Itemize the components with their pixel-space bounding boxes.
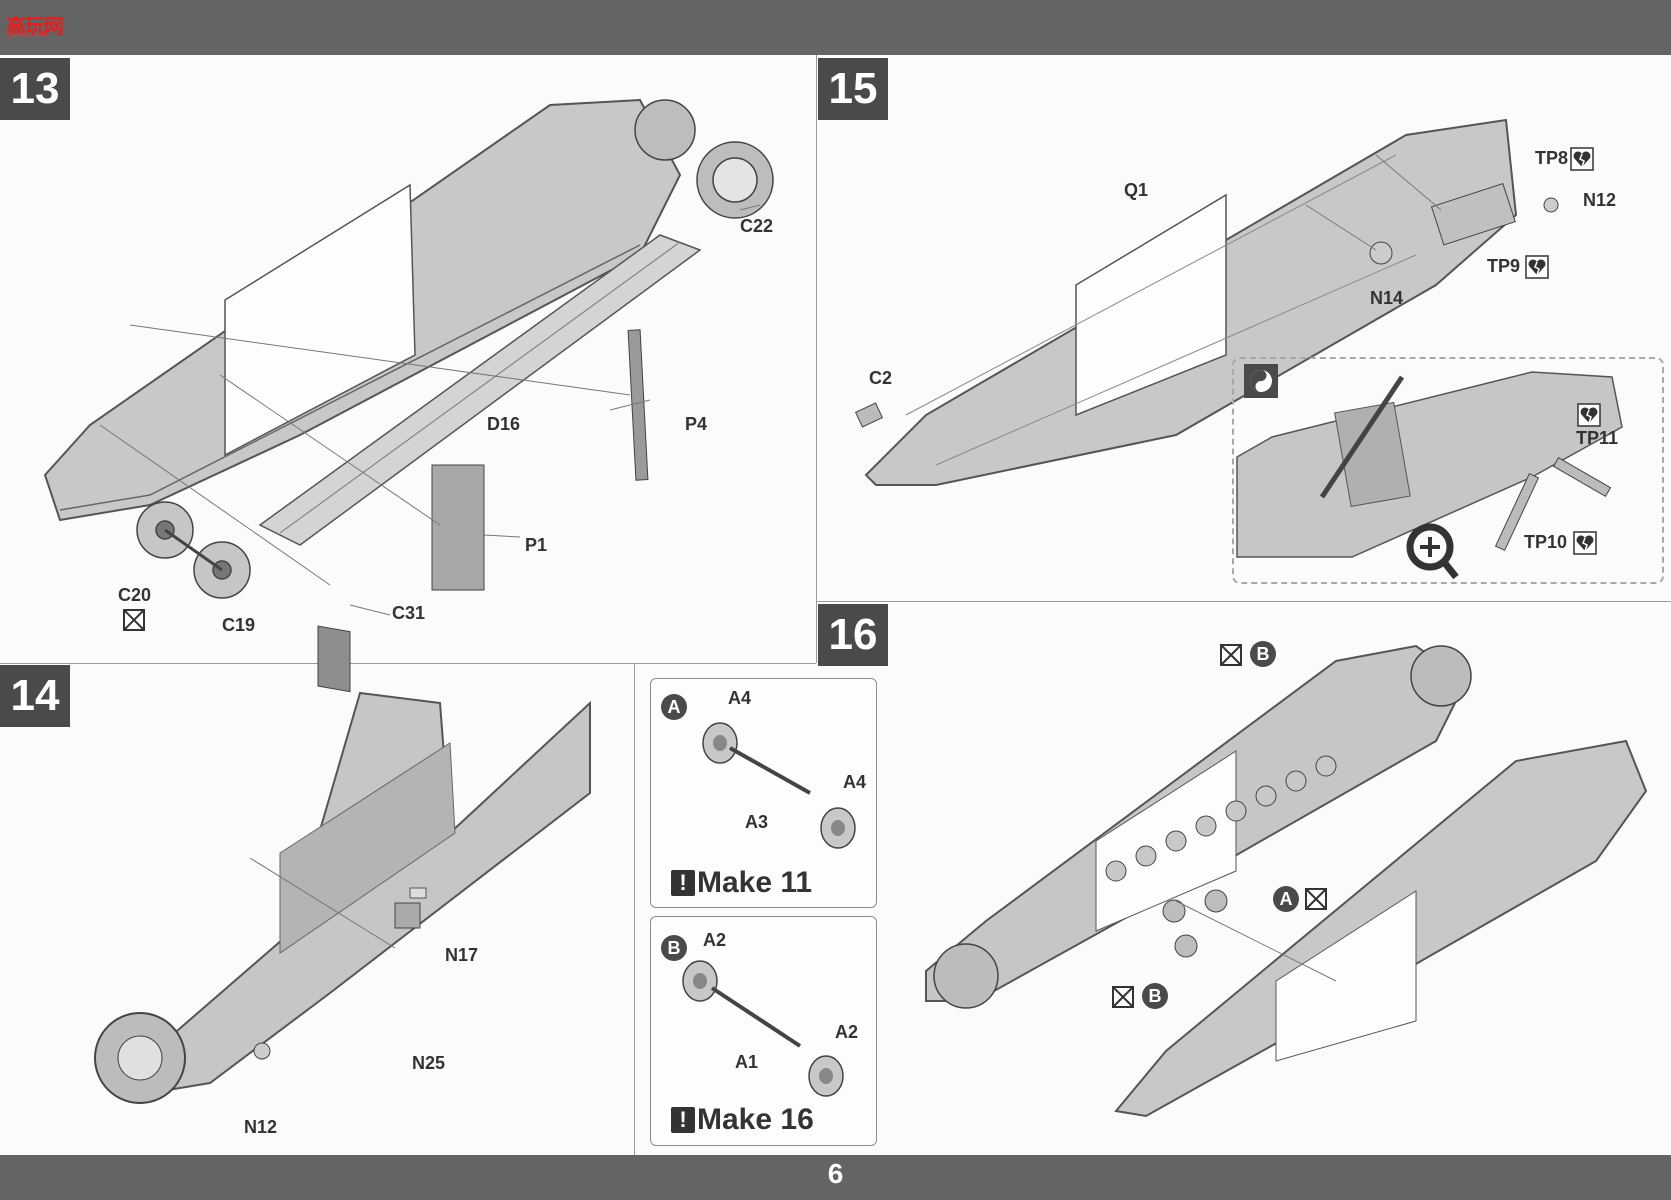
label-p4: P4: [685, 414, 708, 434]
broken-heart-icon: [1525, 255, 1549, 279]
subassembly-b-drawing: [682, 960, 844, 1097]
subassembly-a-badge: A: [661, 694, 687, 720]
divider: [816, 55, 817, 663]
option-icon: [1244, 364, 1278, 398]
label-c31: C31: [392, 603, 426, 623]
label-c22: C22: [740, 216, 774, 236]
badge-b-top: B: [1250, 641, 1276, 667]
cross-box-icon: [1112, 986, 1134, 1008]
subassembly-b-badge: B: [661, 935, 687, 961]
subassembly-a-drawing: [702, 722, 856, 849]
step-16-drawing: [925, 644, 1648, 1118]
label-tp11: TP11: [1576, 428, 1619, 448]
logo-text: 高玩网: [6, 14, 64, 38]
divider: [634, 663, 635, 1155]
broken-heart-icon: [1573, 531, 1597, 555]
step-13-number: 13: [0, 58, 70, 120]
label-n17: N17: [445, 945, 479, 965]
label-a2-top: A2: [703, 930, 727, 950]
label-a2-bottom: A2: [835, 1022, 859, 1042]
label-n12-s14: N12: [244, 1117, 278, 1137]
logo-subtext: gaowan.com: [8, 32, 48, 39]
make-16-text: Make 16: [697, 1103, 814, 1136]
label-p1: P1: [525, 535, 548, 555]
badge-a-mid: A: [1273, 886, 1299, 912]
make-11-text: Make 11: [697, 866, 813, 899]
magnify-plus-icon: [1406, 523, 1454, 571]
broken-heart-icon: [1570, 147, 1594, 171]
label-c20: C20: [118, 585, 152, 605]
page-number: 6: [827, 1158, 844, 1189]
badge-b-low: B: [1142, 983, 1168, 1009]
step-14-number: 14: [0, 665, 70, 727]
label-q1: Q1: [1124, 180, 1149, 200]
step-13-drawing: [43, 98, 774, 693]
label-c2: C2: [869, 368, 893, 388]
divider: [816, 601, 1671, 602]
label-a3: A3: [745, 812, 769, 832]
step-16-number: 16: [818, 604, 888, 666]
label-n12-s15: N12: [1583, 190, 1617, 210]
label-a4-bottom: A4: [843, 772, 867, 792]
footer-bar: [0, 1155, 1671, 1200]
label-a1: A1: [735, 1052, 759, 1072]
label-tp9: TP9: [1487, 256, 1521, 276]
cross-box-icon: [123, 609, 145, 631]
detail-box: [1232, 357, 1664, 584]
step-15-drawing: [854, 118, 1559, 486]
cross-box-icon: [1305, 888, 1327, 910]
exclamation-icon: !: [671, 870, 695, 896]
label-a4-top: A4: [728, 688, 752, 708]
label-n14: N14: [1370, 288, 1404, 308]
make-16-note: !Make 16: [671, 1103, 814, 1137]
subassembly-a-box: [650, 678, 877, 908]
step-15-number: 15: [818, 58, 888, 120]
make-11-note: !Make 11: [671, 866, 812, 900]
step-14-drawing: [94, 691, 591, 1104]
exclamation-icon: !: [671, 1107, 695, 1133]
label-d16: D16: [487, 414, 521, 434]
divider: [0, 663, 816, 664]
label-c19: C19: [222, 615, 256, 635]
detail-drawing: [1236, 371, 1623, 580]
label-tp10: TP10: [1524, 532, 1568, 552]
label-n25: N25: [412, 1053, 446, 1073]
header-bar: 高玩网 gaowan.com: [0, 0, 1671, 55]
label-tp8: TP8: [1535, 148, 1569, 168]
logo: 高玩网 gaowan.com: [6, 6, 70, 40]
cross-box-icon: [1220, 644, 1242, 666]
broken-heart-icon: [1577, 403, 1601, 427]
